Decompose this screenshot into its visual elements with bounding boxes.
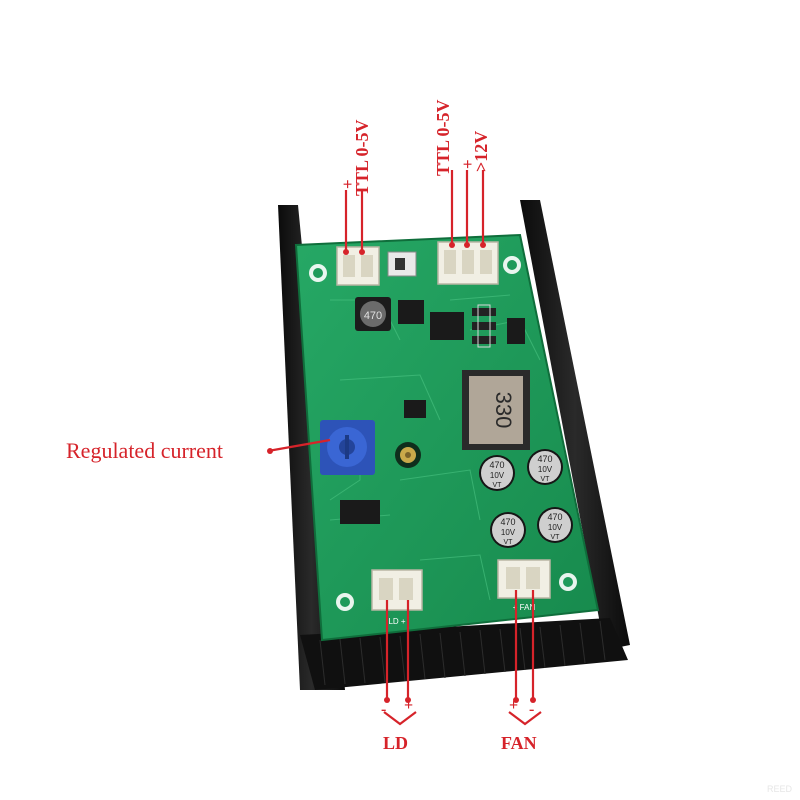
resistors [472,304,496,348]
trimmer-potentiometer [320,420,375,475]
callout-ttl-left-text: TTL 0-5V [352,119,372,196]
callout-wires [267,170,542,726]
callout-fan-minus: - [529,701,535,718]
callout-dots [267,242,536,703]
callout-ttl-right-text: TTL 0-5V [433,99,453,176]
fan-connector: + FAN [497,559,551,612]
cap-label: 470 [489,460,504,470]
ttl-connector-right [437,241,499,285]
inductor-large-label: 330 [491,392,516,429]
callout-fan-plus: + [509,697,519,714]
capacitors: 470 10V VT 470 10V VT 470 10V VT 470 10V… [479,449,573,548]
inductor-small: 470 [355,297,391,331]
callout-ttl-right-minus-12v: >12V [471,130,491,172]
cap-series: VT [551,534,561,541]
slide-switch [387,251,417,277]
cap-label: 470 [500,517,515,527]
callout-ld-minus: - [381,701,387,718]
cap-series: VT [493,482,503,489]
mounting-screw [395,442,421,468]
inductor-large: 330 [462,370,530,450]
cap-series: VT [504,539,514,546]
watermark: REED [766,784,792,794]
callout-ld-plus: + [404,697,414,714]
fan-silkscreen: + FAN [513,603,536,612]
cap-voltage: 10V [538,465,553,474]
ic-chips [340,300,525,524]
callout-ld: LD [383,733,409,753]
cap-voltage: 10V [501,528,516,537]
cap-label: 470 [547,512,562,522]
cap-voltage: 10V [490,471,505,480]
callout-fan: FAN [501,733,537,753]
ld-silkscreen: LD + [388,617,405,626]
cap-voltage: 10V [548,523,563,532]
cap-label: 470 [537,454,552,464]
callout-regulated-current: Regulated current [66,438,223,463]
cap-series: VT [541,476,551,483]
ld-connector: LD + [371,569,423,626]
inductor-small-label: 470 [364,310,382,322]
